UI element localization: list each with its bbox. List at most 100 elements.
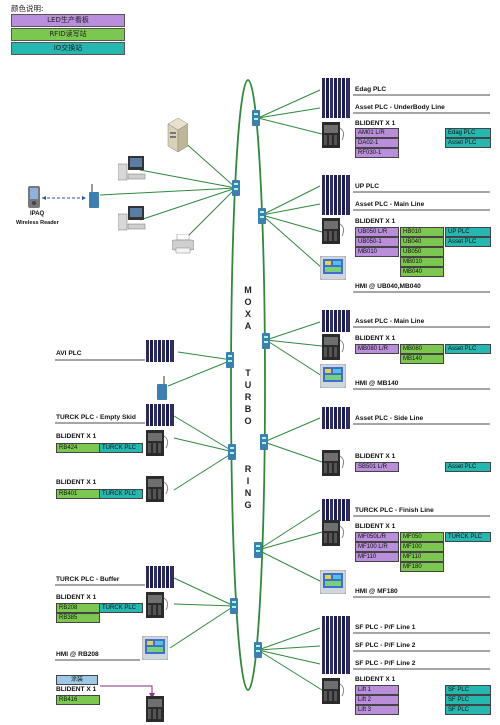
blident-r1-item: AM01 L/R xyxy=(355,128,399,138)
sf-plc-line2b-label: SF PLC - P/F Line 2 xyxy=(355,660,416,667)
blident-r2-io: Asset PLC xyxy=(445,237,491,247)
blident-r5-rfid: MF100 xyxy=(400,542,444,552)
turck-skid-label: TURCK PLC - Empty Skid xyxy=(56,414,136,421)
ring-letter: U xyxy=(244,380,252,390)
workstation-icon xyxy=(118,206,146,231)
blident-r2-led: UB050-1 xyxy=(355,237,399,247)
blident-r6-led: Lift 1 xyxy=(355,685,399,695)
up-plc-label: UP PLC xyxy=(355,183,380,190)
blident-r3-rfid: MB080 xyxy=(400,344,444,354)
ipaq-title: IPAQ xyxy=(30,211,45,217)
asset-plc-rack-icon xyxy=(322,407,350,429)
blident-r4-led: SB501 L/R xyxy=(355,462,399,472)
blident-r4-io: Asset PLC xyxy=(445,462,491,472)
hmi-panel-icon xyxy=(320,256,346,280)
hmi-panel-icon xyxy=(142,636,168,660)
turck-buffer-label: TURCK PLC - Buffer xyxy=(56,576,120,583)
asset-plc-rack-icon xyxy=(322,310,350,332)
blident-paint-title: BLIDENT X 1 xyxy=(56,686,97,693)
avi-plc-rack-icon xyxy=(146,340,174,362)
ring-letter: O xyxy=(244,297,252,307)
blident-r1-item: RF030-1 xyxy=(355,148,399,158)
sf-plc-line2-label: SF PLC - P/F Line 2 xyxy=(355,642,416,649)
blident-r3-led: MB080 L/R xyxy=(355,344,399,354)
ring-letter: R xyxy=(244,392,252,402)
blident-left-3-title: BLIDENT X 1 xyxy=(56,594,97,601)
blident-r2-rfid: HB010 xyxy=(400,227,444,237)
asset-main-line-2-label: Asset PLC - Main Line xyxy=(355,318,425,325)
blident-left-1-rfid: RB424 xyxy=(56,443,100,453)
blident-r2-title: BLIDENT X 1 xyxy=(355,218,396,225)
blident-plc-icon xyxy=(146,476,169,502)
ring-switch-icon xyxy=(260,434,268,450)
blident-r2-rfid: MB040 xyxy=(400,267,444,277)
blident-left-2-title: BLIDENT X 1 xyxy=(56,479,97,486)
ring-switch-icon xyxy=(258,208,266,224)
blident-r5-led: MF100 L/R xyxy=(355,542,399,552)
avi-plc-label: AVI PLC xyxy=(56,350,82,357)
server-icon xyxy=(167,118,188,152)
blident-r5-rfid: MF050 xyxy=(400,532,444,542)
wireless-access-point-icon xyxy=(89,184,99,208)
ring-switch-icon xyxy=(254,642,262,658)
ring-letter: R xyxy=(244,464,252,474)
blident-plc-icon xyxy=(322,122,345,148)
asset-plc-rack-icon xyxy=(322,96,350,118)
blident-plc-icon xyxy=(322,334,345,360)
blident-r6-io: SF PLC xyxy=(445,705,491,715)
legend-rfid-station: RFID读写站 xyxy=(11,28,125,41)
legend-title: 颜色说明: xyxy=(11,4,44,13)
blident-plc-icon xyxy=(146,696,164,722)
printer-icon xyxy=(172,234,194,254)
ring-switch-icon xyxy=(252,110,260,126)
ring-letter: G xyxy=(244,500,252,510)
sf-plc-rack-icon xyxy=(322,634,350,656)
blident-paint-rfid: RB416 xyxy=(56,695,100,705)
blident-left-1-title: BLIDENT X 1 xyxy=(56,433,97,440)
ring-letter: N xyxy=(244,488,252,498)
edag-plc-rack-icon xyxy=(322,78,350,100)
ring-letter: O xyxy=(244,416,252,426)
blident-r6-io: SF PLC xyxy=(445,695,491,705)
blident-plc-icon xyxy=(146,430,169,456)
ring-letter: I xyxy=(246,476,250,486)
blident-r5-io: TURCK PLC xyxy=(445,532,491,542)
asset-plc-rack-icon xyxy=(322,193,350,215)
blident-r2-rfid: MB010 xyxy=(400,257,444,267)
blident-r5-rfid: MF180 xyxy=(400,562,444,572)
ring-switch-icon xyxy=(228,444,236,460)
turck-skid-rack-icon xyxy=(146,404,174,426)
ipaq-subtitle: Wireless Reader xyxy=(16,220,59,226)
ipaq-handheld-icon xyxy=(28,186,40,208)
ring-switch-icon xyxy=(254,542,262,558)
blident-r5-rfid: MF110 xyxy=(400,552,444,562)
turck-finish-label: TURCK PLC - Finish Line xyxy=(355,507,434,514)
blident-r3-title: BLIDENT X 1 xyxy=(355,335,396,342)
up-plc-rack-icon xyxy=(322,175,350,197)
ring-letter: X xyxy=(244,309,251,319)
legend-io-station: IO交换站 xyxy=(11,42,125,55)
blident-left-2-io: TURCK PLC xyxy=(99,489,143,499)
blident-left-3-io: TURCK PLC xyxy=(99,603,143,613)
turck-buffer-rack-icon xyxy=(146,566,174,588)
blident-r4-title: BLIDENT X 1 xyxy=(355,453,396,460)
blident-r6-led: Lift 2 xyxy=(355,695,399,705)
legend-led-board: LED生产看板 xyxy=(11,14,125,27)
moxa-turbo-ring xyxy=(230,79,266,691)
asset-main-line-label: Asset PLC - Main Line xyxy=(355,201,425,208)
blident-plc-icon xyxy=(322,450,345,476)
hmi-panel-icon xyxy=(320,364,346,388)
hmi-mb140-label: HMI @ MB140 xyxy=(355,380,399,387)
blident-r1-io: Asset PLC xyxy=(445,138,491,148)
workstation-icon xyxy=(118,156,146,181)
blident-r1-item: DA02-1 xyxy=(355,138,399,148)
hmi-mf180-label: HMI @ MF180 xyxy=(355,588,398,595)
wireless-access-point-icon xyxy=(157,376,167,400)
blident-r5-led: MF110 xyxy=(355,552,399,562)
ring-letter: M xyxy=(244,285,252,295)
blident-plc-icon xyxy=(322,218,345,244)
ring-letter: A xyxy=(244,321,252,331)
blident-r5-led: MF050L/R xyxy=(355,532,399,542)
blident-r2-led: UB050 L/R xyxy=(355,227,399,237)
